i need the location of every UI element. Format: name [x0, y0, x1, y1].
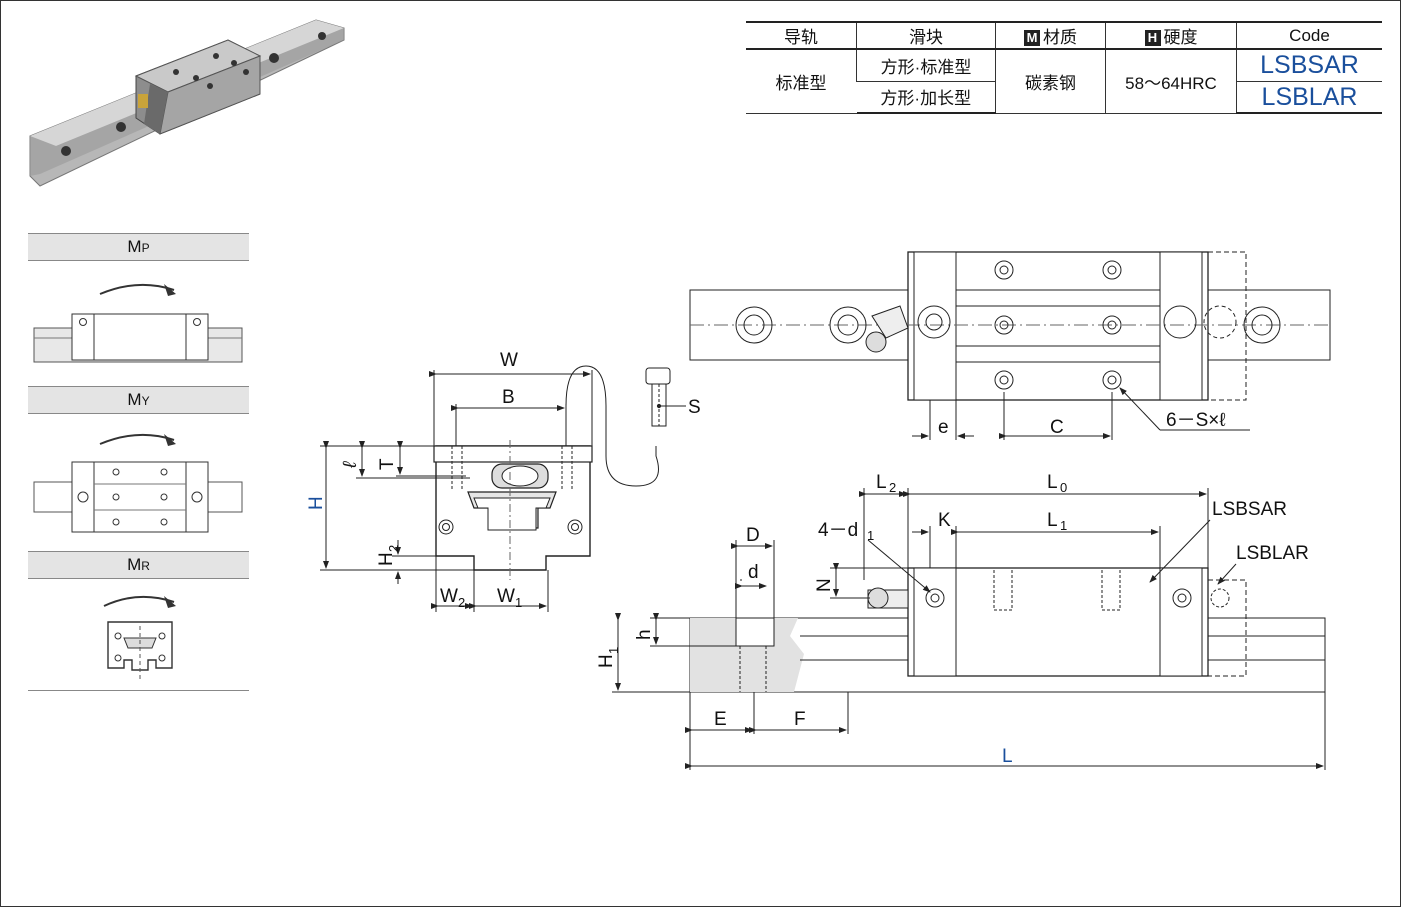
dim-l: ℓ: [340, 461, 361, 469]
code-lsblar[interactable]: LSBLAR: [1236, 81, 1382, 114]
front-view: [320, 365, 686, 612]
dim-d1: 4－d: [818, 520, 858, 541]
moment-mp-header: MP: [28, 233, 249, 261]
moment-mr-diagram: [103, 595, 176, 682]
moment-my-sub: Y: [141, 394, 150, 408]
top-view-holes: [994, 260, 1122, 390]
moment-mr-header: MR: [28, 551, 249, 579]
moment-my-main: M: [127, 390, 142, 409]
moment-my-diagram: [33, 433, 243, 533]
hardness-cell: 58～64HRC: [1105, 49, 1237, 114]
side-view: [612, 488, 1326, 770]
dim-B: B: [502, 387, 515, 408]
dim-K: K: [938, 510, 951, 531]
dim-h: h: [634, 629, 655, 640]
top-view: [689, 251, 1331, 440]
header-material-label: 材质: [1043, 28, 1077, 47]
moment-mr-sub: R: [141, 559, 150, 573]
dim-L2: L: [876, 472, 887, 493]
moment-mr-main: M: [127, 555, 142, 574]
header-rail: 导轨: [746, 21, 857, 50]
dim-N: N: [814, 578, 835, 592]
header-code: Code: [1236, 21, 1382, 50]
dim-L0: L: [1047, 472, 1058, 493]
rail-type-cell: 标准型: [746, 49, 857, 114]
moment-my-header: MY: [28, 386, 249, 414]
dim-E: E: [714, 709, 727, 730]
dim-T: T: [377, 458, 398, 470]
block-type-long: 方形·加长型: [856, 81, 996, 114]
code-lsbsar[interactable]: LSBSAR: [1236, 49, 1382, 82]
dim-L2-sub: 2: [889, 480, 896, 495]
hardness-badge-icon: H: [1144, 30, 1161, 46]
dim-holes: 6－S×ℓ: [1166, 410, 1225, 431]
material-cell: 碳素钢: [995, 49, 1106, 114]
dim-W2-sub: 2: [458, 595, 465, 610]
dim-W1-sub: 1: [515, 595, 522, 610]
dim-L0-sub: 0: [1060, 480, 1067, 495]
dim-W2: W: [440, 586, 458, 607]
dim-W: W: [500, 350, 518, 371]
dim-F: F: [794, 709, 806, 730]
moment-mp-sub: P: [141, 241, 150, 255]
dim-S: S: [688, 397, 701, 418]
dim-H2: H: [376, 552, 397, 566]
dim-C: C: [1050, 417, 1064, 438]
dim-L: L: [1002, 746, 1013, 767]
dim-W1: W: [497, 586, 515, 607]
block-type-standard: 方形·标准型: [856, 49, 996, 82]
dim-d: d: [748, 562, 759, 583]
moment-mp-main: M: [127, 237, 142, 256]
label-lsblar: LSBLAR: [1236, 543, 1309, 564]
dim-L1-sub: 1: [1060, 518, 1067, 533]
moment-mp-diagram: [33, 283, 243, 363]
header-hardness-label: 硬度: [1163, 28, 1198, 47]
moment-bottom-divider: [28, 690, 249, 691]
dim-H: H: [306, 496, 327, 510]
label-lsbsar: LSBSAR: [1212, 499, 1287, 520]
dim-L1: L: [1047, 510, 1058, 531]
product-photo: [29, 19, 345, 187]
material-badge-icon: M: [1024, 30, 1040, 46]
dim-H2-sub: 2: [386, 545, 401, 552]
dim-H1-sub: 1: [606, 647, 621, 654]
dim-D: D: [746, 525, 760, 546]
dim-H1: H: [596, 654, 617, 668]
header-block: 滑块: [856, 21, 996, 50]
dim-e: e: [938, 417, 949, 438]
dim-d1-sub: 1: [867, 528, 874, 543]
